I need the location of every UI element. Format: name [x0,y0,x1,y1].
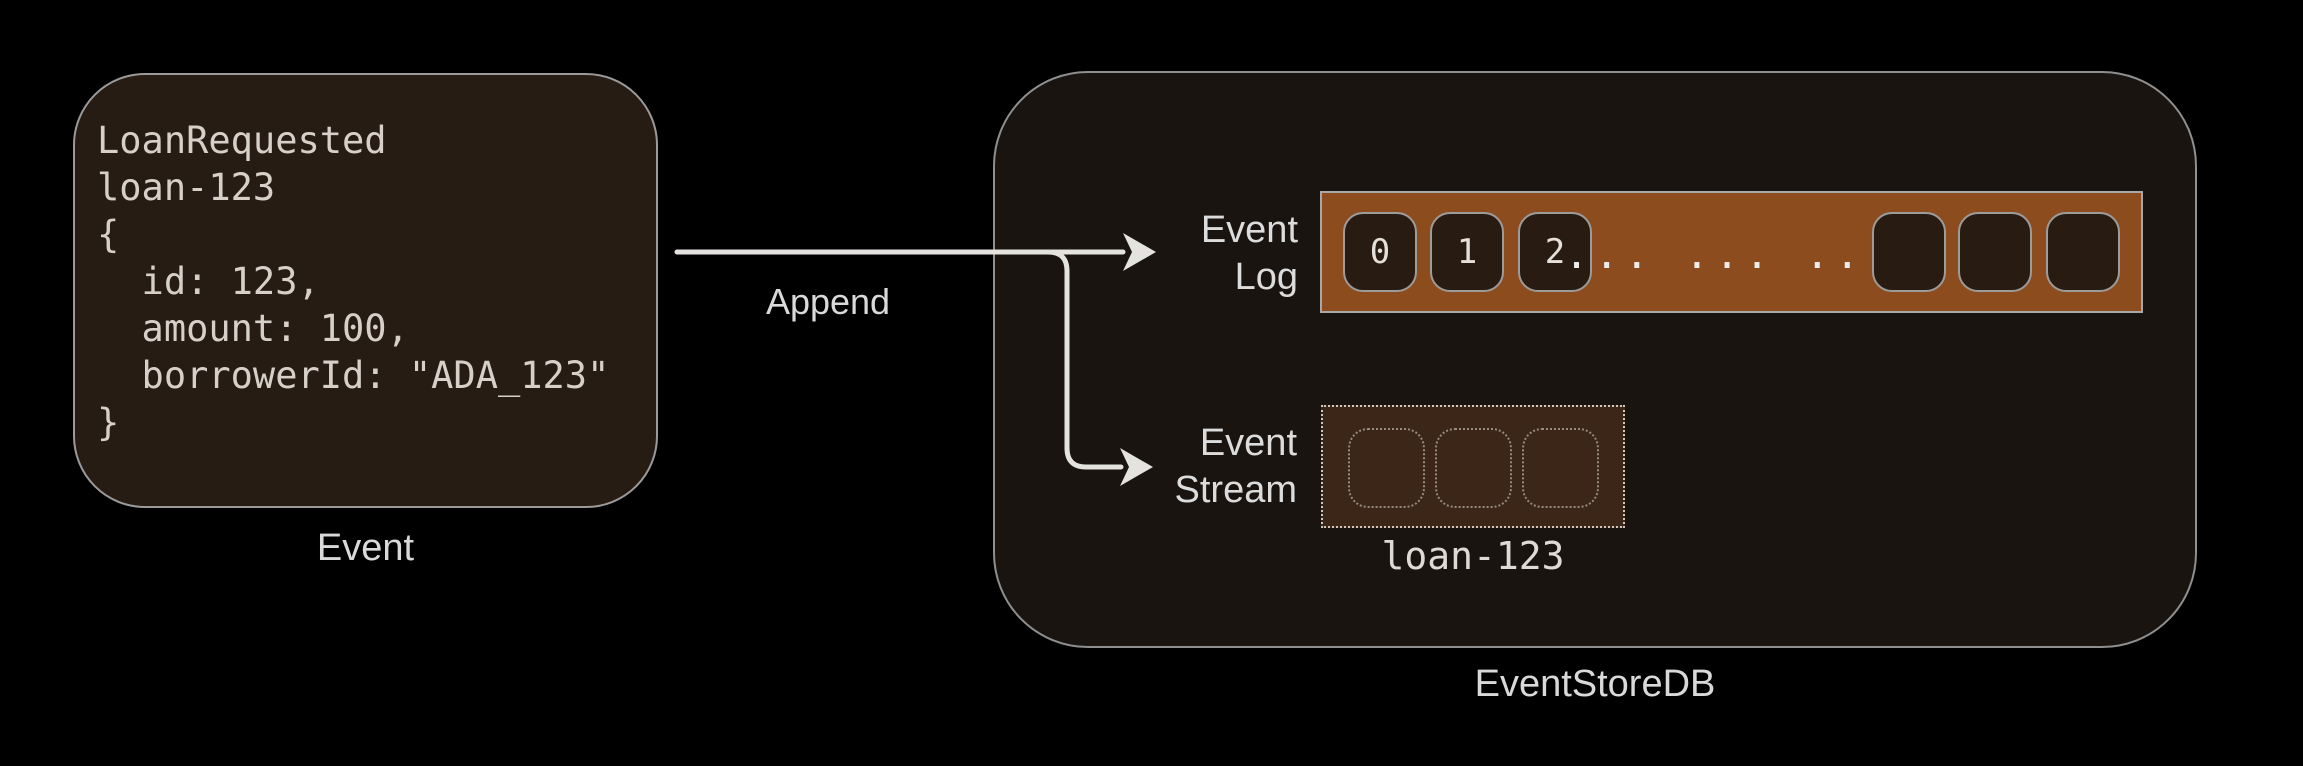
event-stream-label-line1: Event [1199,422,1297,464]
event-card: LoanRequested loan-123 { id: 123, amount… [73,73,658,508]
event-log-ellipsis: ... ... ... [1564,232,1896,278]
event-stream-box [1321,405,1625,528]
event-stream-label: Event Stream [805,420,1297,514]
event-stream-empty-cell [1522,428,1599,508]
event-code-line: amount: 100, [97,307,409,350]
event-card-caption: Event [316,527,415,569]
event-code-line: borrowerId: "ADA_123" [97,354,610,397]
event-log-cell-2: 2 [1518,212,1592,292]
event-log-empty-cell [2046,212,2120,292]
event-log-cell-0: 0 [1343,212,1417,292]
eventstoredb-container [993,71,2197,648]
event-stream-empty-cell [1435,428,1512,508]
append-label: Append [765,281,891,322]
event-log-label-line2: Log [1234,256,1298,298]
event-stream-empty-cell [1348,428,1425,508]
event-log-label: Event Log [805,207,1298,301]
event-code-line: { [97,213,120,256]
event-code-line: id: 123, [97,260,320,303]
event-log-empty-cell [1872,212,1946,292]
event-stream-label-line2: Stream [1174,469,1297,511]
event-log-label-line1: Event [1200,209,1298,251]
event-code-line: LoanRequested [97,119,387,162]
event-code-line: loan-123 [97,166,276,209]
event-log-cell-1: 1 [1430,212,1504,292]
event-log-empty-cell [1958,212,2032,292]
event-log-track: 0 1 2 ... ... ... [1320,191,2143,313]
event-code-line: } [97,401,120,444]
event-stream-name: loan-123 [1381,534,1565,578]
eventstoredb-caption: EventStoreDB [1474,663,1716,705]
